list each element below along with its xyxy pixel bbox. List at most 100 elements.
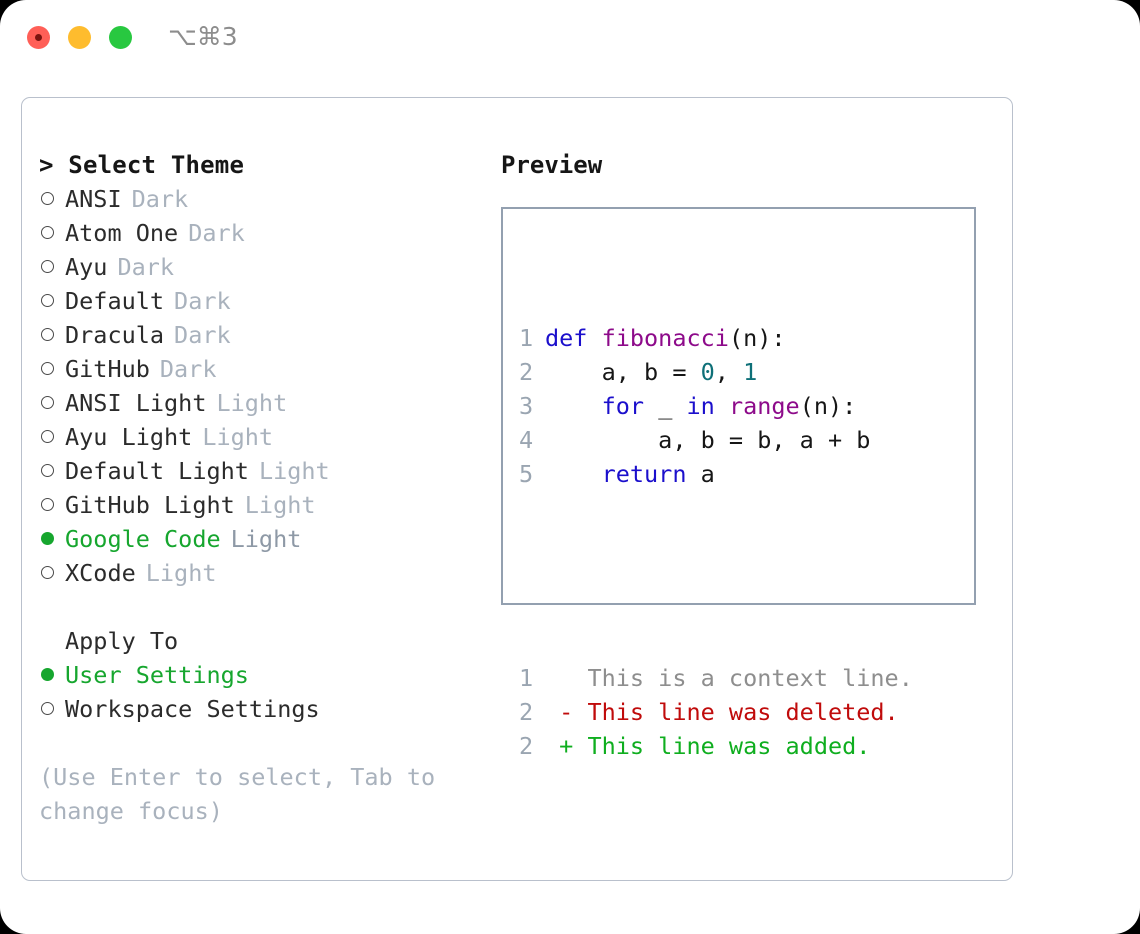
apply-to-option-user-settings[interactable]: User Settings <box>39 658 491 692</box>
code-token-plain: a, b = b, a + b <box>545 426 871 454</box>
apply-to-header: Apply To <box>65 627 179 655</box>
theme-option-label: ANSI Light <box>65 389 207 417</box>
code-line-content: - This line was deleted. <box>545 695 899 729</box>
theme-option-label: XCode <box>65 559 136 587</box>
theme-option-kind: Light <box>258 457 330 485</box>
traffic-light-buttons <box>27 26 132 49</box>
line-number: 1 <box>519 324 534 352</box>
code-token-plain: (n): <box>799 392 857 420</box>
code-token-del: - This line was deleted. <box>545 698 899 726</box>
theme-option-kind: Dark <box>159 355 217 383</box>
code-token-plain: , <box>714 358 744 386</box>
hollow-circle-icon <box>41 464 54 477</box>
theme-option-label: Default <box>65 287 165 315</box>
apply-to-option-workspace-settings[interactable]: Workspace Settings <box>39 692 491 726</box>
code-token-fn: fibonacci <box>601 324 729 352</box>
select-theme-header: > Select Theme <box>39 151 245 179</box>
theme-option-kind: Light <box>230 525 302 553</box>
code-token-plain: _ <box>644 392 687 420</box>
theme-option-github-light[interactable]: GitHub Light Light <box>39 488 491 522</box>
code-line-content: for _ in range(n): <box>545 389 857 423</box>
theme-option-google-code[interactable]: Google Code Light <box>39 522 491 556</box>
line-number: 2 <box>519 732 534 760</box>
code-token-plain: a, b = <box>545 358 701 386</box>
hollow-circle-icon <box>41 192 54 205</box>
theme-option-label: Google Code <box>65 525 221 553</box>
theme-option-label: GitHub <box>65 355 150 383</box>
code-line-content: This is a context line. <box>545 661 912 695</box>
filled-dot-icon <box>41 532 54 545</box>
code-line-content: + This line was added. <box>545 729 870 763</box>
hollow-circle-icon <box>41 362 54 375</box>
theme-option-dracula[interactable]: Dracula Dark <box>39 318 491 352</box>
minimize-window-icon[interactable] <box>68 26 91 49</box>
code-token-plain: a <box>686 460 715 488</box>
theme-option-label: Default Light <box>65 457 249 485</box>
hollow-circle-icon <box>41 396 54 409</box>
code-token-kw: return <box>601 460 687 488</box>
code-line-content: return a <box>545 457 715 491</box>
close-window-icon[interactable] <box>27 26 50 49</box>
hollow-circle-icon <box>41 430 54 443</box>
line-number: 2 <box>519 358 534 386</box>
diff-sample: 1 This is a context line. 2 - This line w… <box>519 661 913 763</box>
theme-option-xcode[interactable]: XCode Light <box>39 556 491 590</box>
apply-to-option-label: Workspace Settings <box>65 695 320 723</box>
code-line: 5 return a <box>519 457 913 491</box>
theme-option-label: ANSI <box>65 185 122 213</box>
maximize-window-icon[interactable] <box>109 26 132 49</box>
code-line-content: a, b = 0, 1 <box>545 355 758 389</box>
theme-option-label: Ayu <box>65 253 108 281</box>
theme-option-label: Dracula <box>65 321 165 349</box>
line-number: 1 <box>519 664 534 692</box>
theme-option-kind: Dark <box>174 287 231 315</box>
theme-option-ansi-light[interactable]: ANSI Light Light <box>39 386 491 420</box>
code-token-plain <box>545 460 602 488</box>
list-spacer <box>39 590 491 624</box>
line-number: 2 <box>519 698 534 726</box>
diff-line: 1 This is a context line. <box>519 661 913 695</box>
hollow-circle-icon <box>41 566 54 579</box>
code-token-add: + This line was added. <box>545 732 871 760</box>
theme-option-label: Ayu Light <box>65 423 193 451</box>
filled-dot-icon <box>41 668 54 681</box>
theme-option-kind: Dark <box>174 321 231 349</box>
title-bar: ⌥⌘3 <box>0 0 1140 76</box>
theme-option-ayu[interactable]: Ayu Dark <box>39 250 491 284</box>
code-blank-line <box>519 559 913 593</box>
theme-option-kind: Dark <box>117 253 175 281</box>
theme-option-default-light[interactable]: Default Light Light <box>39 454 491 488</box>
code-line-content: a, b = b, a + b <box>545 423 870 457</box>
code-token-num: 0 <box>700 358 715 386</box>
theme-option-kind: Light <box>216 389 288 417</box>
code-token-plain <box>545 392 602 420</box>
code-token-fn: range <box>728 392 800 420</box>
code-line: 3 for _ in range(n): <box>519 389 913 423</box>
code-token-kw: in <box>686 392 715 420</box>
preview-title: Preview <box>501 151 603 179</box>
hollow-circle-icon <box>41 498 54 511</box>
theme-option-kind: Light <box>244 491 316 519</box>
theme-option-label: GitHub Light <box>65 491 235 519</box>
code-line: 4 a, b = b, a + b <box>519 423 913 457</box>
hollow-circle-icon <box>41 226 54 239</box>
theme-option-kind: Light <box>145 559 217 587</box>
hollow-circle-icon <box>41 294 54 307</box>
line-number: 3 <box>519 392 534 420</box>
theme-option-default[interactable]: Default Dark <box>39 284 491 318</box>
code-token-num: 1 <box>743 358 758 386</box>
hollow-circle-icon <box>41 702 54 715</box>
theme-option-github[interactable]: GitHub Dark <box>39 352 491 386</box>
theme-option-kind: Dark <box>188 219 245 247</box>
